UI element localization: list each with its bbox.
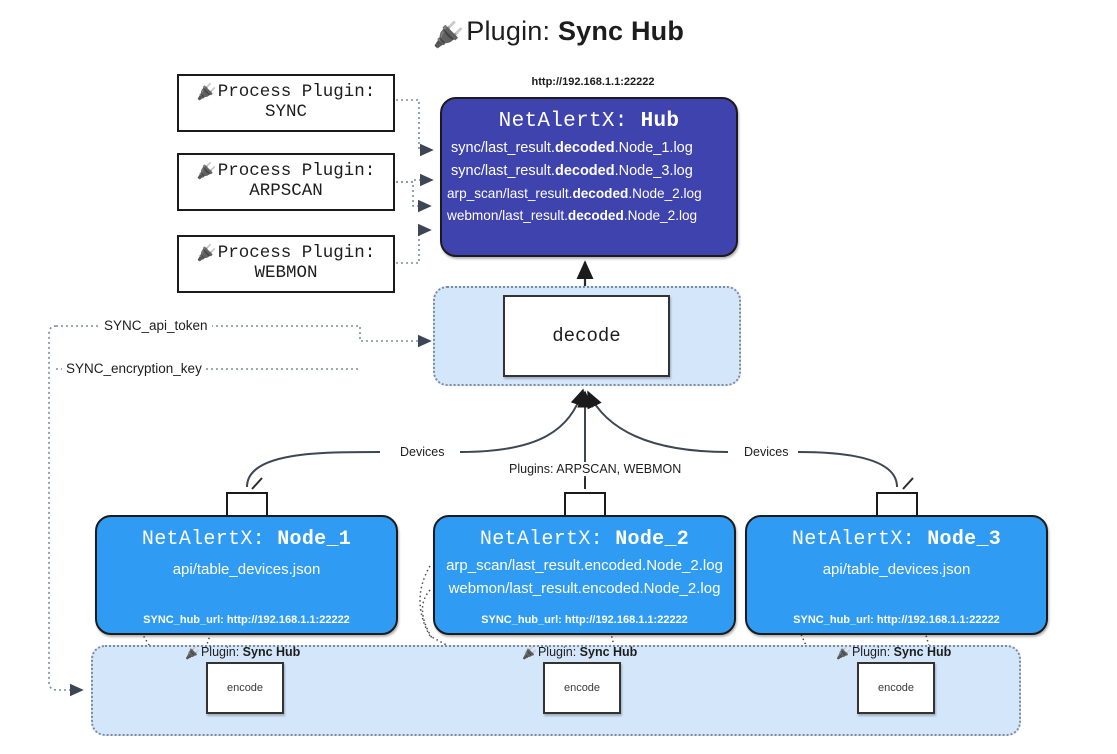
node-1[interactable]: NetAlertX: Node_1 api/table_devices.json… (95, 515, 398, 635)
process-plugin-arpscan[interactable]: 🔌Process Plugin: ARPSCAN (177, 153, 395, 211)
edge-label-devices-right: Devices (740, 445, 793, 459)
process-plugin-sync[interactable]: 🔌Process Plugin: SYNC (177, 74, 395, 132)
node-3-footer: SYNC_hub_url: http://192.168.1.1:22222 (793, 614, 1000, 626)
page-title-prefix: Plugin: (466, 16, 558, 46)
process-plugin-webmon-line2: WEBMON (254, 263, 318, 283)
node-2-footer: SYNC_hub_url: http://192.168.1.1:22222 (481, 614, 688, 626)
hub-log-line: sync/last_result.decoded.Node_3.log (451, 163, 693, 179)
plug-icon: 🔌 (196, 84, 217, 103)
process-plugin-sync-line1: 🔌Process Plugin: (196, 82, 376, 103)
page-title: 🔌Plugin: Sync Hub (0, 16, 1117, 49)
node-2[interactable]: NetAlertX: Node_2 arp_scan/last_result.e… (433, 515, 736, 635)
sync-encryption-key-label: SYNC_encryption_key (62, 361, 206, 376)
edge-label-devices-left: Devices (396, 445, 449, 459)
node-2-line: arp_scan/last_result.encoded.Node_2.log (446, 557, 723, 574)
hub-log-line: webmon/last_result.decoded.Node_2.log (447, 208, 698, 223)
sync-api-token-label: SYNC_api_token (100, 318, 212, 333)
encoder-1-label: 🔌Plugin: Sync Hub (185, 645, 301, 660)
page-title-name: Sync Hub (557, 16, 685, 46)
encode-box-1[interactable]: encode (206, 662, 284, 714)
decode-box[interactable]: decode (503, 295, 670, 377)
plug-icon: 🔌 (432, 21, 465, 49)
node-3-title: NetAlertX: Node_3 (791, 528, 1002, 551)
plug-icon: 🔌 (185, 646, 200, 660)
plug-icon: 🔌 (196, 163, 217, 182)
encode-box-3[interactable]: encode (857, 662, 935, 714)
edge-label-plugins: Plugins: ARPSCAN, WEBMON (505, 462, 686, 476)
node-2-line: webmon/last_result.encoded.Node_2.log (448, 579, 721, 597)
hub-node[interactable]: NetAlertX: Hub sync/last_result.decoded.… (440, 97, 738, 257)
process-plugin-sync-line2: SYNC (264, 102, 307, 122)
node-1-line: api/table_devices.json (172, 561, 321, 578)
node-3[interactable]: NetAlertX: Node_3 api/table_devices.json… (745, 515, 1048, 635)
encode-box-2[interactable]: encode (543, 662, 621, 714)
hub-log-line: arp_scan/last_result.decoded.Node_2.log (447, 186, 702, 201)
encoder-2-label: 🔌Plugin: Sync Hub (522, 645, 638, 660)
process-plugin-webmon[interactable]: 🔌Process Plugin: WEBMON (177, 235, 395, 293)
hub-title: NetAlertX: Hub (498, 110, 680, 133)
plug-icon: 🔌 (836, 646, 851, 660)
encoder-3-label: 🔌Plugin: Sync Hub (836, 645, 952, 660)
node-3-line: api/table_devices.json (822, 561, 971, 578)
process-plugin-webmon-line1: 🔌Process Plugin: (196, 243, 376, 264)
node-1-title: NetAlertX: Node_1 (141, 528, 352, 551)
process-plugin-arpscan-line1: 🔌Process Plugin: (196, 161, 376, 182)
process-plugin-arpscan-line2: ARPSCAN (249, 181, 323, 201)
plug-icon: 🔌 (522, 646, 537, 660)
hub-url: http://192.168.1.1:22222 (531, 76, 655, 88)
node-1-footer: SYNC_hub_url: http://192.168.1.1:22222 (143, 614, 350, 626)
plug-icon: 🔌 (196, 245, 217, 264)
node-2-title: NetAlertX: Node_2 (479, 528, 690, 551)
hub-log-line: sync/last_result.decoded.Node_1.log (451, 140, 693, 156)
